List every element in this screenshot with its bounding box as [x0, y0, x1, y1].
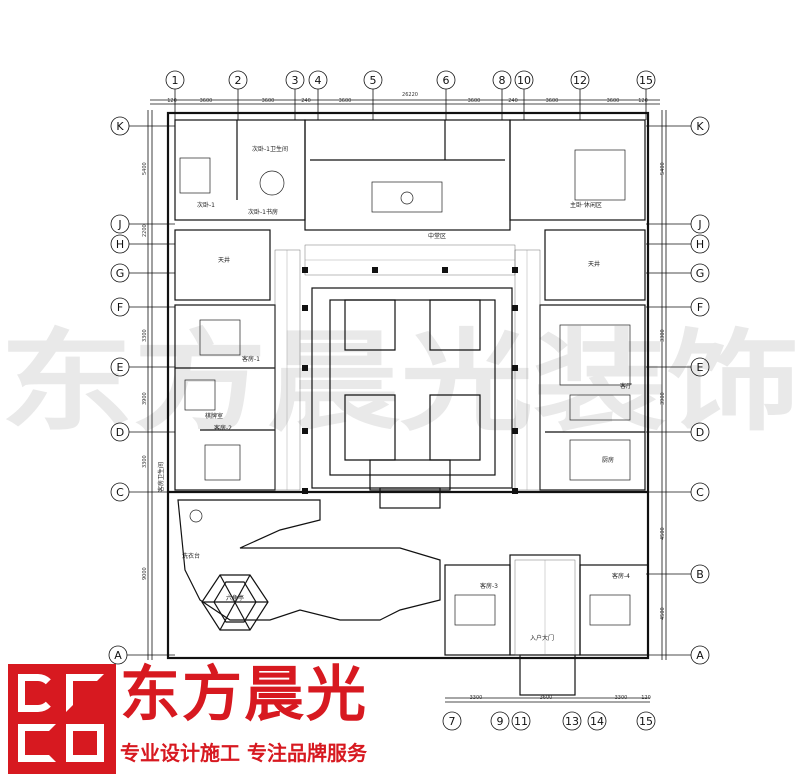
dim-bottom: 3600 [540, 695, 553, 701]
grid-top-label: 3 [292, 74, 299, 87]
furniture [179, 149, 631, 626]
dim-right: 3300 [660, 329, 666, 342]
bottom-axis [442, 697, 656, 731]
dim-top: 3600 [468, 98, 481, 104]
grid-row-label: E [117, 361, 124, 374]
dim-right: 3900 [660, 392, 666, 405]
watermark-text: 东方晨光装饰 [0, 318, 800, 446]
grid-top-label: 8 [499, 74, 506, 87]
brand-name: 东方晨光 [120, 660, 368, 730]
row-axes [108, 110, 710, 665]
grid-row-label: K [696, 120, 704, 133]
grid-top-label: 1 [172, 74, 179, 87]
room-master-lounge: 主卧·休闲区 [570, 201, 602, 209]
room-laundry: 洗衣台 [182, 552, 200, 560]
grid-bottom-label: 15 [639, 715, 653, 728]
dim-top: 3600 [262, 98, 275, 104]
grid-row-label: H [116, 238, 124, 251]
grid-row-label: H [696, 238, 704, 251]
grid-bottom-label: 14 [590, 715, 604, 728]
grid-row-label: C [696, 486, 704, 499]
grid-row-label: F [117, 301, 123, 314]
grid-row-label: D [696, 426, 704, 439]
brand-slogan: 专业设计施工 专注品牌服务 [120, 741, 367, 765]
room-central-hall: 中堂区 [428, 232, 446, 240]
dim-left: 3300 [142, 455, 148, 468]
logo-letter-d [18, 674, 56, 712]
dim-top: 3600 [339, 98, 352, 104]
dim-top: 120 [638, 98, 648, 104]
room-pavilion: 六角亭 [226, 594, 244, 602]
grid-top-label: 12 [573, 74, 587, 87]
grid-top-label: 6 [443, 74, 450, 87]
grid-top-label: 10 [517, 74, 531, 87]
grid-row-label: C [116, 486, 124, 499]
top-axis [150, 70, 660, 120]
room-skywell-right: 天井 [588, 260, 600, 268]
outer-walls [166, 111, 650, 660]
grid-top-label: 2 [235, 74, 242, 87]
brand-logo [8, 664, 116, 774]
grid-bottom-label: 11 [514, 715, 528, 728]
room-guest-bath: 客房卫生间 [157, 462, 165, 492]
grid-row-label: K [116, 120, 124, 133]
dim-right: 5400 [660, 162, 666, 175]
grid-row-label: J [697, 218, 701, 231]
grid-row-label: A [696, 649, 704, 662]
grid-row-label: A [114, 649, 122, 662]
room-guest-2: 客房-2 [214, 424, 232, 432]
grid-bottom-label: 7 [449, 715, 456, 728]
room-guest-1: 客房-1 [242, 355, 260, 363]
dim-top: 240 [301, 98, 311, 104]
room-living: 客厅 [620, 382, 632, 390]
dim-left: 3300 [142, 329, 148, 342]
dim-left: 5400 [142, 162, 148, 175]
grid-row-label: F [697, 301, 703, 314]
grid-row-label: G [696, 267, 705, 280]
logo-letter-c [18, 724, 56, 762]
columns [302, 267, 518, 494]
dim-total: 26220 [402, 92, 418, 98]
dim-top: 240 [508, 98, 518, 104]
dim-top: 3600 [546, 98, 559, 104]
grid-top-label: 4 [315, 74, 322, 87]
room-kitchen: 厨房 [602, 456, 614, 464]
room-guest-3: 客房-3 [480, 582, 498, 590]
grid-row-label: D [116, 426, 124, 439]
grid-row-label: G [116, 267, 125, 280]
grid-top-label: 5 [370, 74, 377, 87]
dim-left: 3900 [142, 392, 148, 405]
grid-bottom-label: 9 [497, 715, 504, 728]
room-second-bed-1: 次卧-1 [197, 201, 215, 209]
corridor-tiles [274, 244, 576, 656]
dim-bottom: 3300 [470, 695, 483, 701]
dim-bottom: 3300 [615, 695, 628, 701]
dim-top: 120 [167, 98, 177, 104]
corridor-grid [286, 250, 546, 655]
room-guest-4: 客房-4 [612, 572, 630, 580]
dim-top: 3600 [607, 98, 620, 104]
room-entrance: 入户大门 [530, 634, 554, 642]
room-chess: 棋牌室 [205, 412, 223, 420]
brand-banner: 东方晨光 专业设计施工 专注品牌服务 [0, 660, 800, 780]
dim-top: 3600 [200, 98, 213, 104]
grid-row-label: B [696, 568, 704, 581]
room-skywell-left: 天井 [218, 256, 230, 264]
dim-right: 4500 [660, 607, 666, 620]
grid-top-label: 15 [639, 74, 653, 87]
logo-letter-f [66, 674, 104, 712]
dim-left: 2200 [142, 224, 148, 237]
dim-right: 4500 [660, 527, 666, 540]
dim-bottom: 120 [641, 695, 651, 701]
inner-walls [174, 119, 649, 696]
logo-letter-g [66, 724, 104, 762]
room-second-bed-study: 次卧-1书房 [248, 208, 278, 216]
grid-row-label: J [117, 218, 121, 231]
grid-row-label: E [697, 361, 704, 374]
room-second-bed-bath: 次卧-1卫生间 [252, 145, 288, 153]
dim-left: 9000 [142, 567, 148, 580]
grid-bottom-label: 13 [565, 715, 579, 728]
